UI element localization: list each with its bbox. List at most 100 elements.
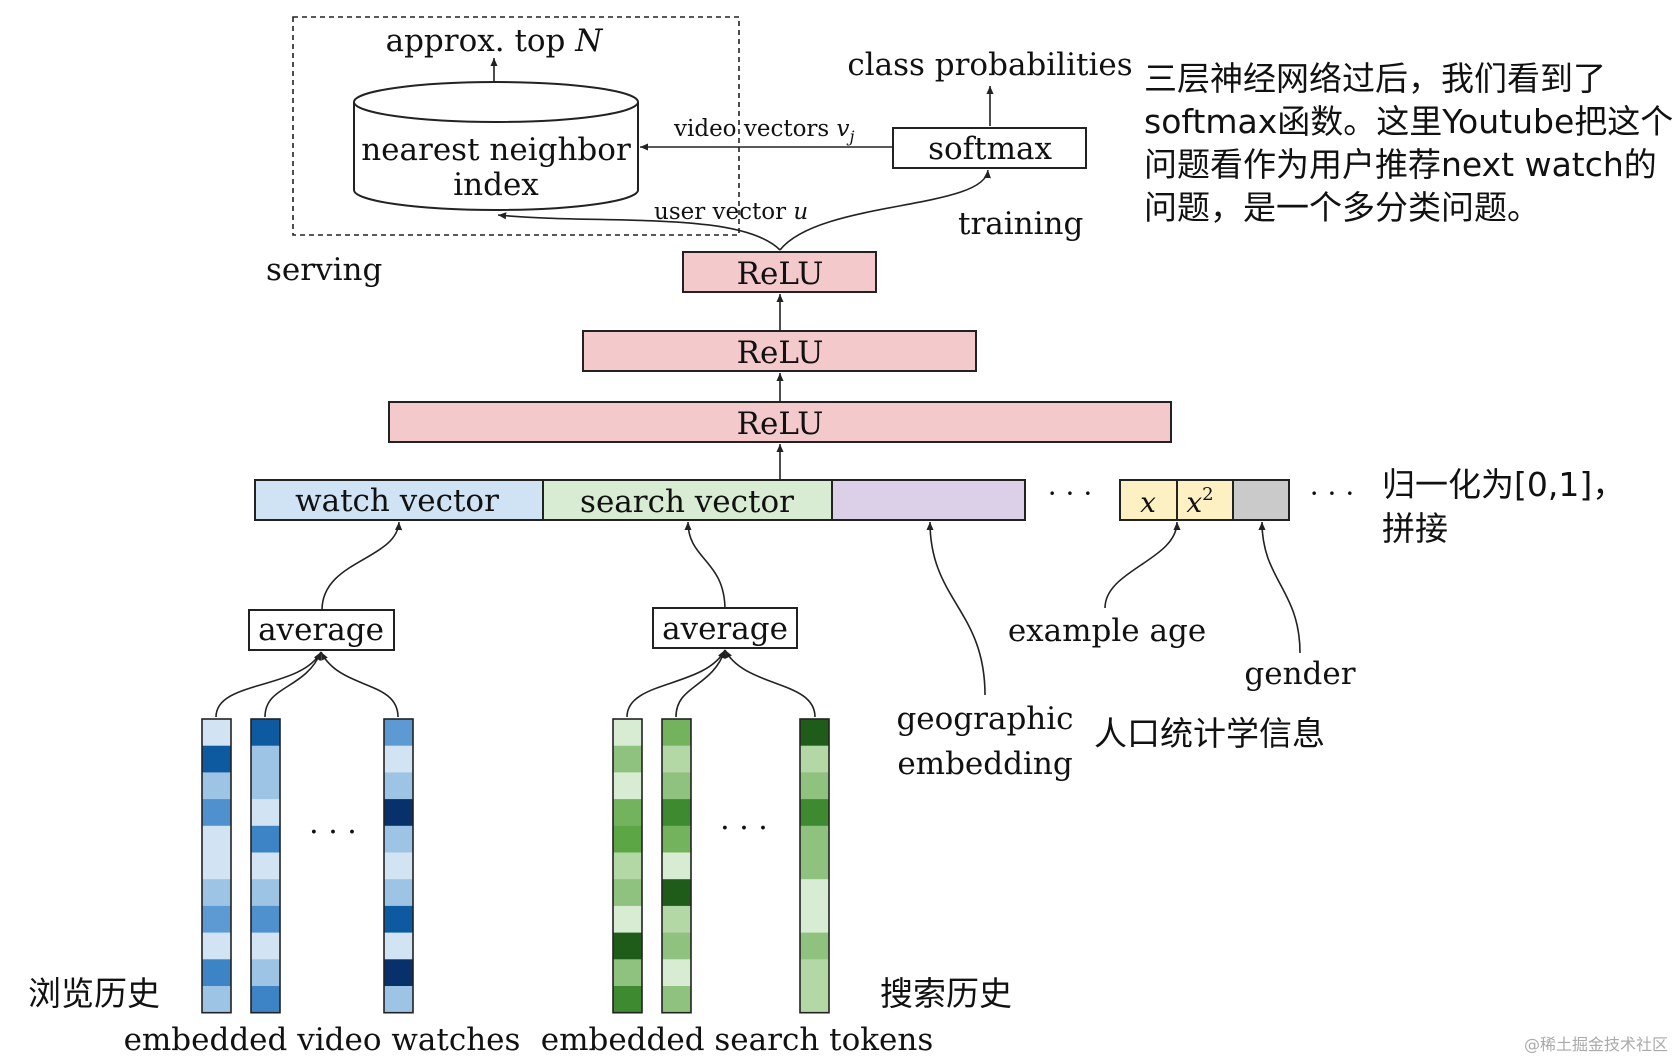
training-label: training [958,206,1083,242]
search-embedding-cell [613,745,642,773]
class-probabilities-label: class probabilities [847,47,1132,83]
watch-vector-box [254,479,544,521]
video-embedding-cell [384,986,413,1014]
average-search-box [652,607,798,649]
relu-top-label: ReLU [737,256,824,292]
video-embedding-cell [251,719,280,747]
user-vector-label: user vector u [654,199,808,225]
search-embedding-cell [662,932,691,960]
video-embedding-cell [384,745,413,773]
arrow-average-to-search [684,521,726,611]
example-age-label: example age [1008,613,1206,649]
demographics-note: 人口统计学信息 [1094,714,1325,753]
arrow-video-embedding-2 [264,651,322,718]
search-embedding-cell [613,986,642,1014]
search-embedding-cell [662,719,691,747]
average-watch-box [248,609,395,651]
search-embedding-cell [613,879,642,907]
video-embedding-cell [251,852,280,880]
search-embedding-cell [613,932,642,960]
video-embedding-cell [251,799,280,827]
video-embedding-cell [251,959,280,987]
video-embedding-cell [251,879,280,907]
arrow-training [779,169,991,251]
embedded-search-tokens-label: embedded search tokens [541,1022,934,1056]
arrow-average-to-watch [321,521,403,611]
softmax-box [892,127,1087,169]
geographic-label: geographic [896,701,1073,737]
video-embedding-column [201,718,232,1014]
search-embedding-cell [613,825,642,854]
softmax-note-line-3: 问题看作为用户推荐next watch的 [1144,145,1657,184]
video-embedding-cell [384,825,413,854]
search-embedding-cell [662,772,691,800]
arrow-user-vector [497,212,781,251]
average-watch-label: average [258,612,384,648]
softmax-note-line-2: softmax函数。这里Youtube把这个 [1144,102,1673,141]
search-embedding-cell [800,745,829,773]
video-embedding-cell [202,932,231,960]
search-embedding-cell [613,905,642,934]
arrow-age-to-box [1104,521,1181,609]
search-embedding-cell [613,719,642,747]
example-age-x2-box [1176,479,1234,521]
serving-label: serving [266,252,382,288]
relu-mid-label: ReLU [737,335,824,371]
search-embedding-cell [662,905,691,934]
search-embedding-cell [800,905,829,934]
search-embeddings [612,718,830,1014]
dots-after-geo: · · · [1048,477,1093,510]
video-embedding-cell [202,799,231,827]
average-search-label: average [662,611,788,647]
geographic-embedding-box [831,479,1026,521]
search-embedding-cell [662,852,691,880]
nearest-neighbor-index-cylinder [353,81,639,211]
search-history-note: 搜索历史 [880,974,1012,1013]
search-embedding-column [612,718,643,1014]
relu-bottom-label: ReLU [737,406,824,442]
normalize-note-line-1: 归一化为[0,1]， [1382,465,1625,504]
video-embedding-cell [384,772,413,800]
search-embedding-column [799,718,830,1014]
search-embedding-cell [662,745,691,773]
index-label: index [453,167,539,203]
embedding-label: embedding [897,746,1072,782]
video-embedding-cell [384,905,413,934]
search-embedding-cell [800,986,829,1014]
video-embedding-column [250,718,281,1014]
relu-bottom-box [388,401,1172,443]
serving-region [292,16,740,236]
arrow-geo-to-box [926,521,986,696]
video-embedding-cell [202,745,231,773]
video-embedding-cell [202,719,231,747]
arrow-gender-to-box [1258,521,1301,654]
arrow-video-embedding-1 [215,651,322,718]
video-embedding-cell [384,932,413,960]
softmax-note-line-4: 问题，是一个多分类问题。 [1144,188,1540,227]
search-embedding-cell [662,879,691,907]
search-embedding-cell [662,825,691,854]
search-embedding-cell [662,799,691,827]
search-embedding-cell [800,959,829,987]
relu-mid-box [582,330,977,372]
arrow-search-embedding-3 [724,649,816,718]
nearest-neighbor-label: nearest neighbor [361,132,631,168]
search-vector-box [542,479,833,521]
search-embedding-cell [800,852,829,880]
video-embedding-cell [384,852,413,880]
search-vector-label: search vector [580,484,794,520]
watermark: @稀土掘金技术社区 [1524,1035,1668,1054]
video-embedding-cell [384,959,413,987]
search-embedding-cell [613,772,642,800]
video-embedding-cell [251,772,280,800]
video-embedding-cell [384,799,413,827]
video-embedding-cell [202,959,231,987]
search-embedding-cell [662,959,691,987]
search-embedding-cell [662,986,691,1014]
watch-vector-label: watch vector [295,483,499,519]
search-embedding-column [661,718,692,1014]
video-embedding-cell [384,719,413,747]
video-embedding-cell [202,879,231,907]
search-embedding-cell [613,799,642,827]
